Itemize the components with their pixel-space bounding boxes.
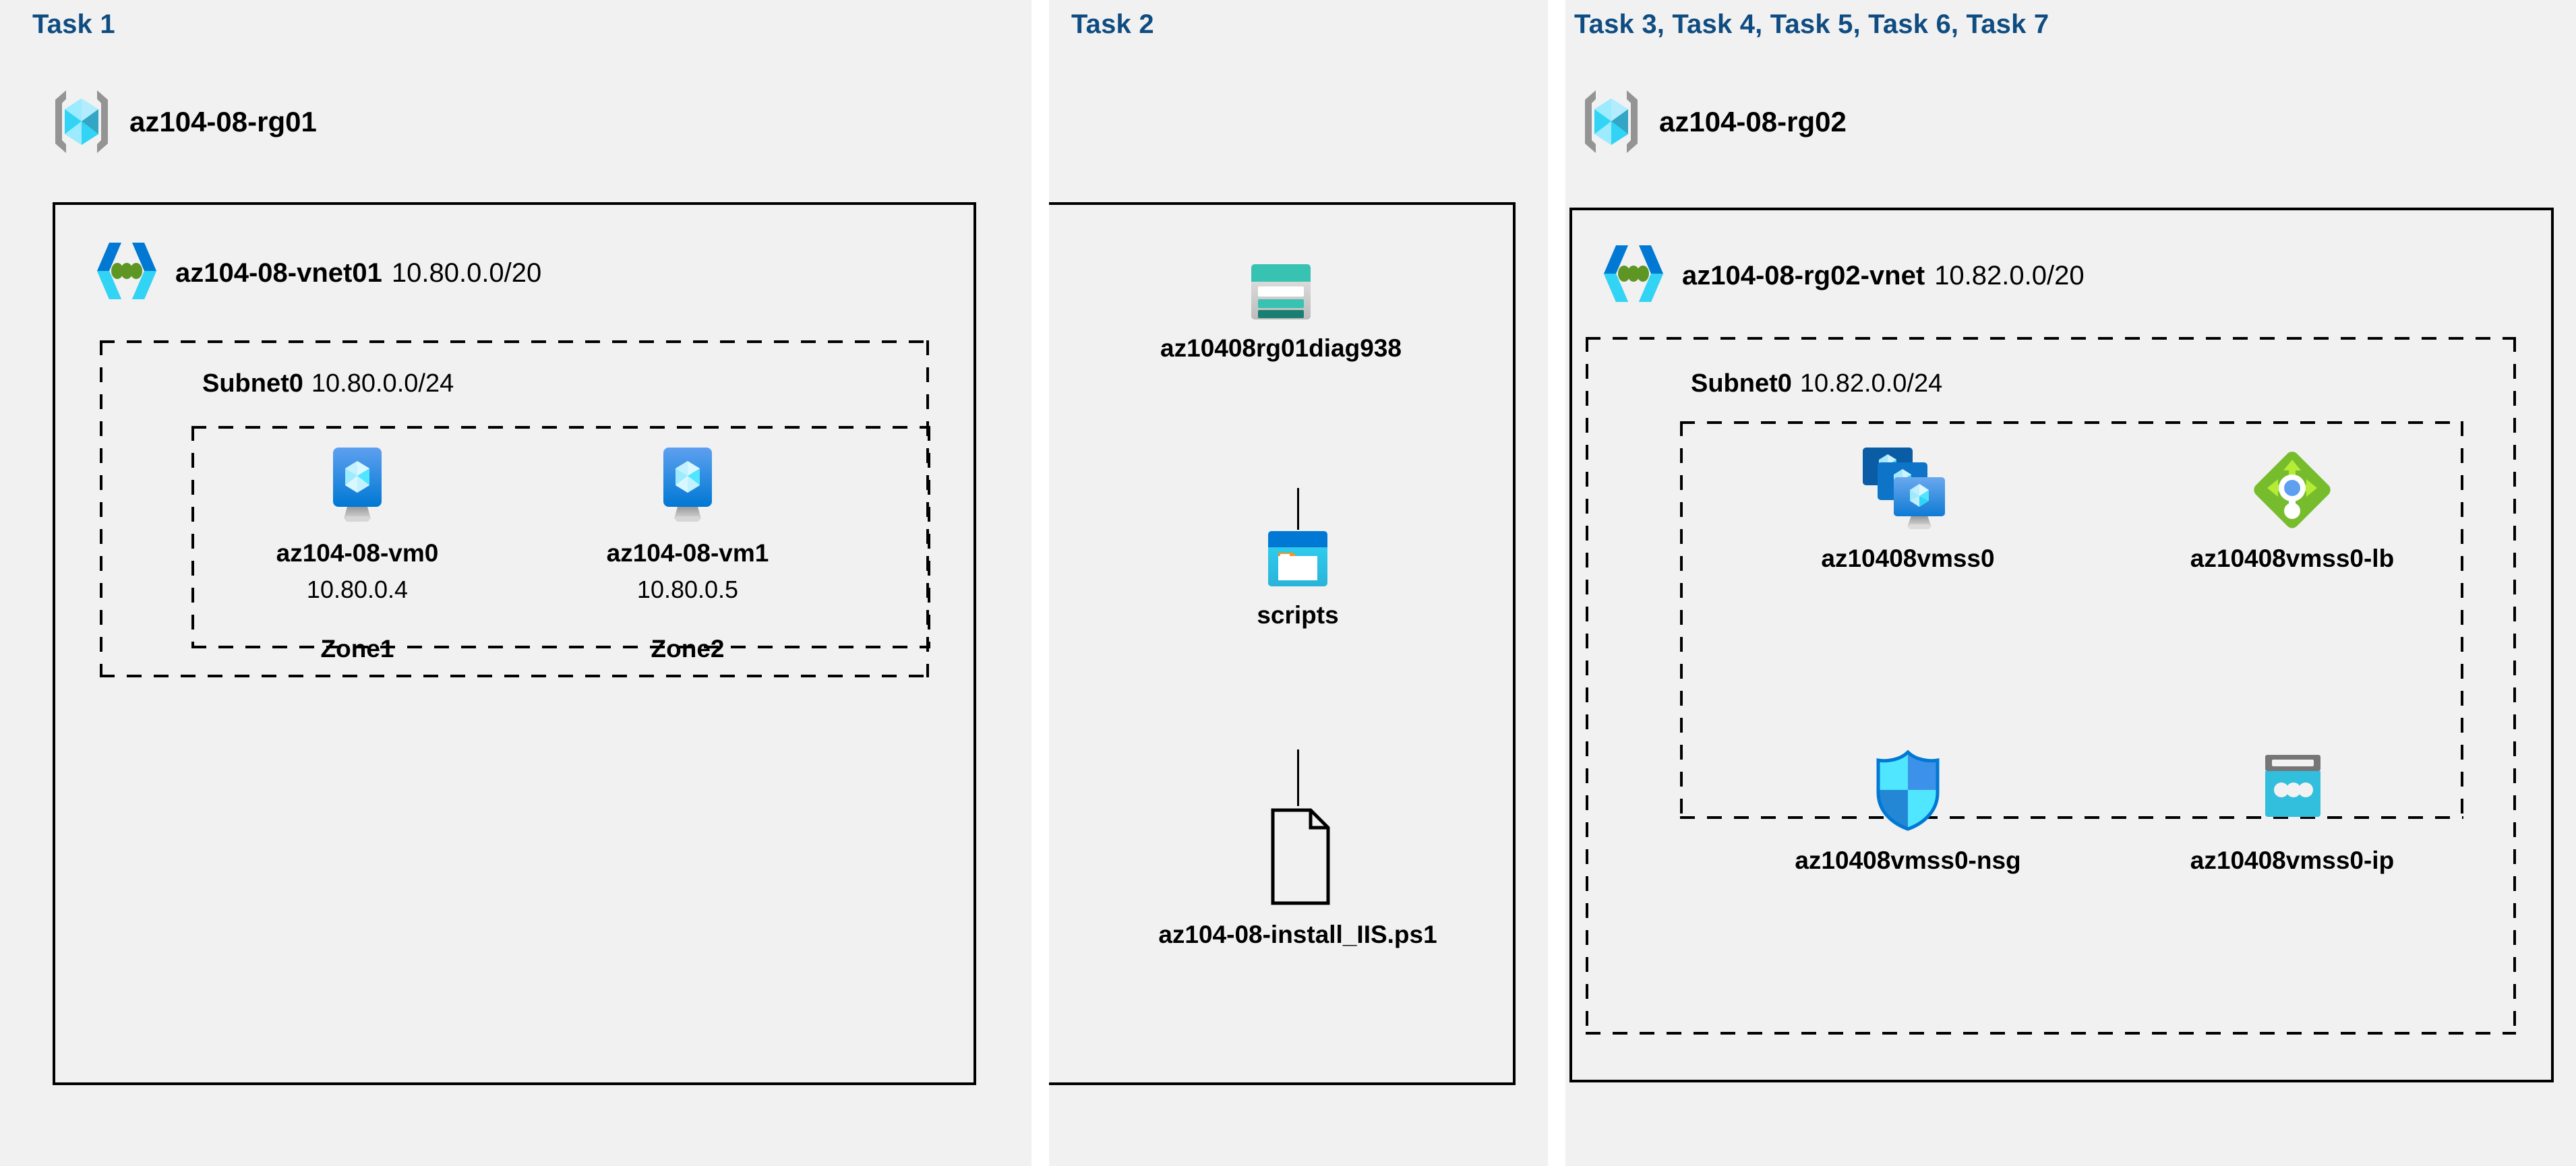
task3-label: Task 3, Task 4, Task 5, Task 6, Task 7	[1574, 9, 2049, 39]
task2-label: Task 2	[1071, 9, 1154, 39]
list-item-title: az10408rg01diag938	[1160, 334, 1402, 362]
list-item[interactable]: az104-08-install_IIS.ps1	[1158, 806, 1437, 949]
list-item-title: az10408vmss0-ip	[2190, 847, 2395, 874]
task3-resource-box	[1680, 421, 2463, 819]
resource-group-name: az104-08-rg02	[1659, 105, 1847, 137]
list-item-zone: Zone1	[320, 635, 394, 663]
vm-scale-set-icon	[1857, 445, 1958, 531]
task1-vnet-header: az104-08-vnet01 10.80.0.0/20	[94, 237, 541, 309]
list-item[interactable]: az10408vmss0-ip	[2171, 748, 2414, 875]
list-item-zone: Zone2	[651, 635, 725, 663]
list-item-title: az10408vmss0	[1821, 545, 1995, 572]
task2-content-box	[1049, 202, 1516, 1085]
task3-subnet-label: Subnet0 10.82.0.0/24	[1691, 369, 1942, 398]
list-item-title: az10408vmss0-nsg	[1795, 847, 2021, 874]
task1-subnet-label: Subnet0 10.80.0.0/24	[202, 369, 454, 398]
resource-group-name: az104-08-rg01	[129, 105, 317, 137]
public-ip-address-icon	[2254, 748, 2330, 833]
list-item-title: az10408vmss0-lb	[2190, 545, 2395, 572]
connector-line	[1297, 488, 1299, 530]
file-document-icon	[1254, 806, 1342, 907]
blob-container-icon	[1267, 530, 1329, 588]
subnet-name: Subnet0	[1691, 369, 1792, 398]
resource-group-icon	[51, 86, 112, 157]
virtual-machine-icon	[320, 445, 395, 526]
connector-line	[1297, 749, 1299, 806]
list-item[interactable]: az10408vmss0-nsg	[1766, 748, 2049, 875]
list-item[interactable]: az104-08-vm1 10.80.0.5 Zone2	[587, 445, 789, 663]
resource-group-icon	[1581, 86, 1642, 157]
vnet-label-group: az104-08-rg02-vnet 10.82.0.0/20	[1682, 261, 2085, 291]
virtual-network-icon	[94, 237, 159, 309]
load-balancer-icon	[2247, 445, 2337, 531]
vnet-cidr: 10.80.0.0/20	[391, 257, 542, 288]
virtual-network-icon	[1601, 240, 1666, 311]
list-item-ip: 10.80.0.4	[306, 576, 409, 603]
list-item[interactable]: az10408vmss0	[1793, 445, 2023, 573]
subnet-cidr: 10.80.0.0/24	[311, 369, 454, 398]
subnet-name: Subnet0	[202, 369, 303, 398]
list-item[interactable]: az10408rg01diag938	[1160, 263, 1402, 363]
vnet-cidr: 10.82.0.0/20	[1934, 260, 2085, 290]
vnet-name: az104-08-vnet01	[175, 257, 382, 288]
task1-zone-box	[191, 426, 930, 648]
list-item-title: scripts	[1257, 601, 1339, 629]
task1-resource-group: az104-08-rg01	[51, 86, 317, 157]
list-item-ip: 10.80.0.5	[636, 576, 739, 603]
list-item[interactable]: az10408vmss0-lb	[2171, 445, 2414, 573]
task1-label: Task 1	[32, 9, 115, 39]
task3-vnet-box	[1569, 208, 2554, 1082]
network-security-group-icon	[1871, 748, 1944, 833]
list-item-title: az104-08-install_IIS.ps1	[1158, 921, 1437, 948]
vnet-name: az104-08-rg02-vnet	[1682, 260, 1925, 290]
list-item[interactable]: scripts	[1214, 530, 1382, 630]
task3-vnet-header: az104-08-rg02-vnet 10.82.0.0/20	[1601, 240, 2085, 311]
list-item-title: az104-08-vm1	[606, 539, 769, 567]
vnet-label-group: az104-08-vnet01 10.80.0.0/20	[175, 258, 541, 288]
storage-account-icon	[1250, 263, 1312, 321]
virtual-machine-icon	[650, 445, 725, 526]
list-item[interactable]: az104-08-vm0 10.80.0.4 Zone1	[256, 445, 458, 663]
task3-resource-group: az104-08-rg02	[1581, 86, 1847, 157]
subnet-cidr: 10.82.0.0/24	[1799, 369, 1943, 398]
task1-vnet-box	[53, 202, 976, 1085]
list-item-title: az104-08-vm0	[276, 539, 439, 567]
